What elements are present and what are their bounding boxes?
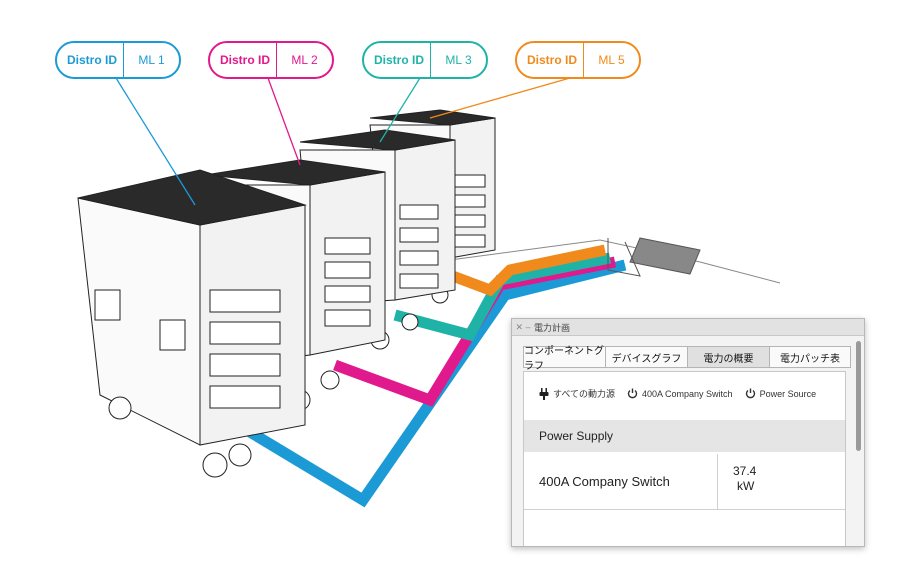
power-icon: [745, 388, 755, 399]
section-header: Power Supply: [524, 420, 845, 452]
source-filter-bar: すべての動力源 400A Company Switch Power Source: [539, 387, 828, 400]
power-planning-window: ✕ – 電力計画 コンポーネントグラフ デバイスグラフ 電力の概要 電力パッチ表…: [511, 318, 865, 547]
column-divider: [717, 454, 718, 509]
section-title: Power Supply: [539, 429, 614, 443]
source-label: Power Source: [759, 388, 817, 399]
scrollbar[interactable]: [856, 341, 861, 451]
callout-ml5: Distro ID ML 5: [515, 41, 641, 79]
callout-key: Distro ID: [210, 43, 278, 77]
callout-ml1: Distro ID ML 1: [55, 41, 181, 79]
callout-key: Distro ID: [364, 43, 432, 77]
callout-key: Distro ID: [57, 43, 125, 77]
tab-label: コンポーネントグラフ: [524, 346, 604, 372]
callout-ml3: Distro ID ML 3: [362, 41, 488, 79]
leader-ml5: [429, 77, 571, 119]
tab-power-patch-table[interactable]: 電力パッチ表: [769, 346, 851, 368]
row-value: 37.4 kW: [733, 464, 756, 494]
callout-value: ML 1: [138, 53, 165, 67]
tab-device-graph[interactable]: デバイスグラフ: [605, 346, 688, 368]
leader-ml3: [379, 77, 421, 143]
source-company-switch[interactable]: 400A Company Switch: [627, 388, 733, 399]
window-title: 電力計画: [534, 322, 571, 333]
row-value-number: 37.4: [733, 464, 757, 478]
distro-case-ml1: [77, 169, 307, 478]
source-label: 400A Company Switch: [642, 388, 733, 399]
tab-label: 電力パッチ表: [780, 353, 840, 365]
callout-value: ML 2: [291, 53, 318, 67]
row-value-unit: kW: [737, 479, 755, 493]
callout-value: ML 3: [445, 53, 472, 67]
callout-value: ML 5: [598, 53, 625, 67]
leader-ml1: [115, 77, 196, 206]
source-power-source[interactable]: Power Source: [745, 388, 817, 399]
callout-key: Distro ID: [517, 43, 585, 77]
source-label: すべての動力源: [553, 389, 616, 399]
table-row[interactable]: 400A Company Switch 37.4 kW: [524, 454, 845, 510]
cable-ml5: [448, 244, 607, 297]
leader-ml2: [267, 77, 301, 166]
cable-ml3: [393, 252, 612, 342]
tab-label: デバイスグラフ: [611, 353, 682, 365]
summary-content: すべての動力源 400A Company Switch Power Source…: [523, 371, 846, 546]
callout-ml2: Distro ID ML 2: [208, 41, 334, 79]
source-all[interactable]: すべての動力源: [539, 387, 615, 400]
power-icon: [627, 388, 638, 399]
tab-label: 電力の概要: [703, 353, 754, 365]
row-name: 400A Company Switch: [539, 474, 670, 489]
tab-component-graph[interactable]: コンポーネントグラフ: [523, 346, 606, 372]
window-titlebar: ✕ – 電力計画: [512, 319, 864, 336]
cable-trough: [629, 237, 701, 275]
cable-bend: [607, 238, 641, 277]
close-icon[interactable]: ✕ –: [515, 321, 531, 332]
tab-bar: コンポーネントグラフ デバイスグラフ 電力の概要 電力パッチ表: [523, 346, 851, 372]
plug-icon: [539, 387, 549, 400]
tab-power-summary[interactable]: 電力の概要: [687, 346, 770, 368]
